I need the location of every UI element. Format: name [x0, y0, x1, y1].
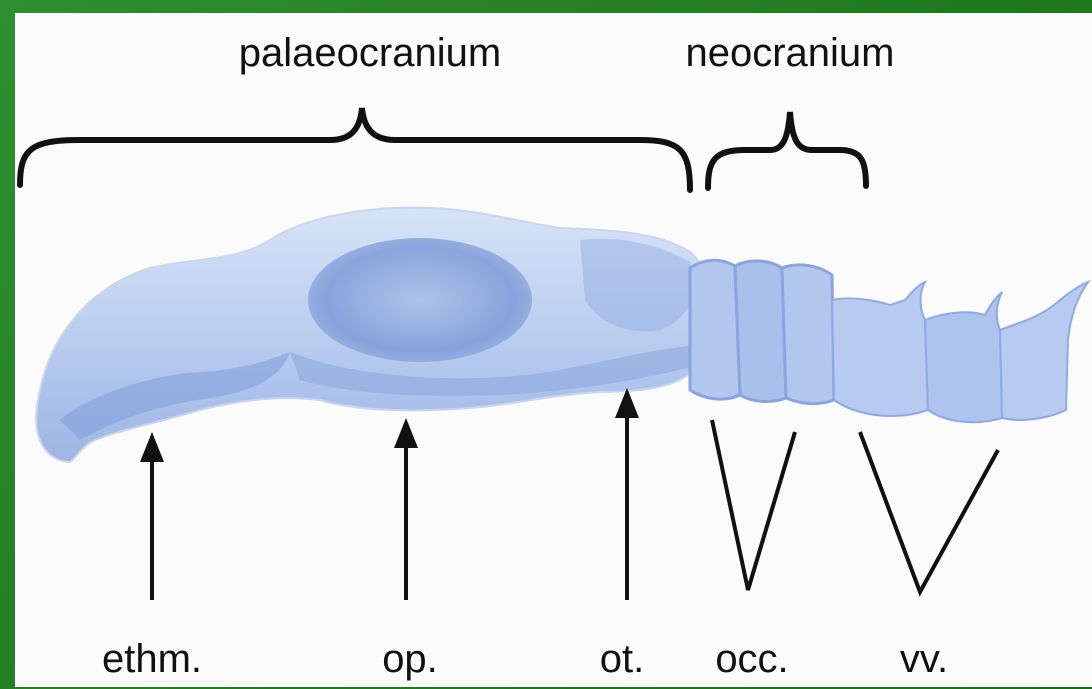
palaeocranium-brace: [20, 108, 690, 190]
occ-v-marker: [712, 420, 795, 590]
ethm-arrow: [140, 432, 164, 600]
ot-label: ot.: [600, 637, 644, 681]
vv-v-marker: [860, 432, 998, 592]
occ-label: occ.: [715, 637, 788, 681]
op-label: op.: [382, 637, 438, 681]
vertebrae: [832, 282, 1088, 422]
ot-arrow: [615, 388, 639, 600]
optic-capsule: [308, 238, 532, 362]
palaeocranium-label: palaeocranium: [239, 31, 501, 75]
vv-label: vv.: [900, 637, 948, 681]
ethm-label: ethm.: [102, 637, 202, 681]
neocranium-brace: [708, 112, 866, 188]
neocranium-label: neocranium: [685, 31, 894, 75]
op-arrow: [394, 418, 418, 600]
occipital-segments: [690, 260, 834, 403]
